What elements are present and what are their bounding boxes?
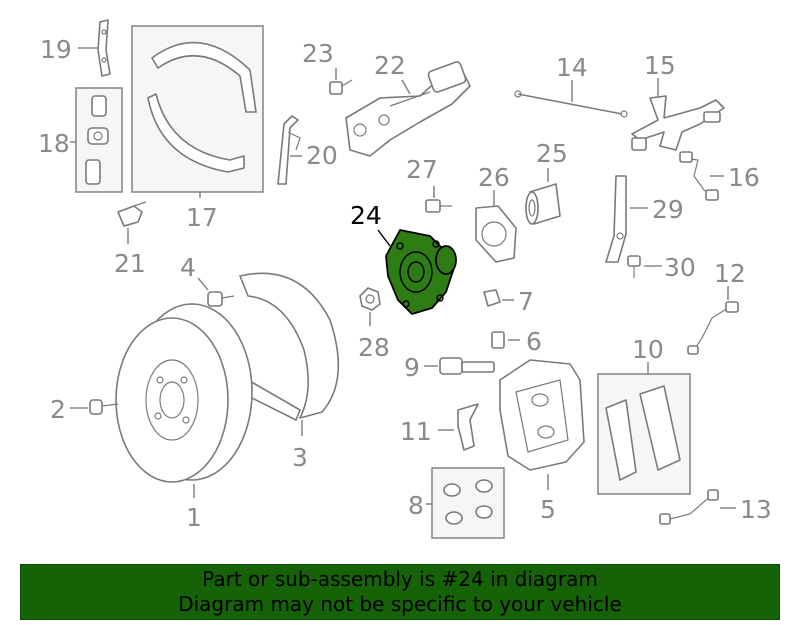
part-7-clip[interactable] xyxy=(483,289,501,307)
part-8-seals xyxy=(443,479,493,525)
label-17: 17 xyxy=(186,203,218,232)
part-4-bolt[interactable] xyxy=(207,291,235,307)
banner-line-1: Part or sub-assembly is #24 in diagram xyxy=(202,567,598,591)
label-16: 16 xyxy=(728,163,760,192)
label-20: 20 xyxy=(306,141,338,170)
label-21: 21 xyxy=(114,249,146,278)
label-25: 25 xyxy=(536,139,568,168)
label-10: 10 xyxy=(632,335,664,364)
label-29: 29 xyxy=(652,195,684,224)
label-3: 3 xyxy=(292,443,308,472)
part-16-sensor[interactable] xyxy=(679,151,719,201)
part-20-spring[interactable] xyxy=(277,115,301,185)
part-28-nut[interactable] xyxy=(359,287,381,311)
leader-24 xyxy=(377,229,391,247)
info-banner: Part or sub-assembly is #24 in diagram D… xyxy=(20,564,780,620)
part-9-guide-bolt[interactable] xyxy=(439,357,495,375)
part-19-bracket[interactable] xyxy=(97,19,111,77)
part-12-sensor-wire[interactable] xyxy=(687,301,739,355)
label-9: 9 xyxy=(404,353,420,382)
label-19: 19 xyxy=(40,35,72,64)
part-1-brake-rotor[interactable] xyxy=(115,303,253,483)
label-27: 27 xyxy=(406,155,438,184)
label-24: 24 xyxy=(350,201,382,230)
part-23-bolt[interactable] xyxy=(329,79,353,95)
part-21-clip[interactable] xyxy=(117,201,147,227)
leader-22 xyxy=(401,79,411,95)
part-6-bleeder[interactable] xyxy=(491,331,505,349)
part-17-brake-shoes xyxy=(147,41,257,173)
label-8: 8 xyxy=(408,491,424,520)
label-22: 22 xyxy=(374,51,406,80)
part-14-cable[interactable] xyxy=(514,90,628,118)
part-11-clip[interactable] xyxy=(457,403,479,451)
label-6: 6 xyxy=(526,327,542,356)
part-30-bolt[interactable] xyxy=(627,255,641,278)
label-2: 2 xyxy=(50,395,66,424)
part-8-seal-kit-box[interactable] xyxy=(431,467,505,539)
part-2-stud[interactable] xyxy=(89,399,119,415)
label-15: 15 xyxy=(644,51,676,80)
part-10-brake-pads xyxy=(605,385,681,481)
label-28: 28 xyxy=(358,333,390,362)
part-24-hub-highlighted[interactable] xyxy=(385,229,457,315)
part-25-bearing[interactable] xyxy=(525,183,561,225)
label-12: 12 xyxy=(714,259,746,288)
parts-diagram: 19 18 17 21 20 23 2 xyxy=(38,19,772,539)
label-5: 5 xyxy=(540,495,556,524)
part-3-dust-shield[interactable] xyxy=(239,272,340,421)
label-13: 13 xyxy=(740,495,772,524)
part-22-actuator[interactable] xyxy=(345,61,471,157)
label-14: 14 xyxy=(556,53,588,82)
label-18: 18 xyxy=(38,129,70,158)
label-11: 11 xyxy=(400,417,432,446)
label-26: 26 xyxy=(478,163,510,192)
label-7: 7 xyxy=(518,287,534,316)
banner-line-2: Diagram may not be specific to your vehi… xyxy=(178,592,622,616)
label-4: 4 xyxy=(180,253,196,282)
label-30: 30 xyxy=(664,253,696,282)
leader-4 xyxy=(197,277,209,291)
part-13-wear-sensor[interactable] xyxy=(659,489,719,525)
part-15-harness[interactable] xyxy=(631,95,725,151)
part-26-gasket[interactable] xyxy=(475,205,517,263)
label-1: 1 xyxy=(186,503,202,532)
part-27-bolt[interactable] xyxy=(425,199,452,213)
part-29-bracket[interactable] xyxy=(605,175,627,263)
part-18-parts xyxy=(85,95,109,185)
part-5-caliper[interactable] xyxy=(499,359,585,471)
label-23: 23 xyxy=(302,39,334,68)
